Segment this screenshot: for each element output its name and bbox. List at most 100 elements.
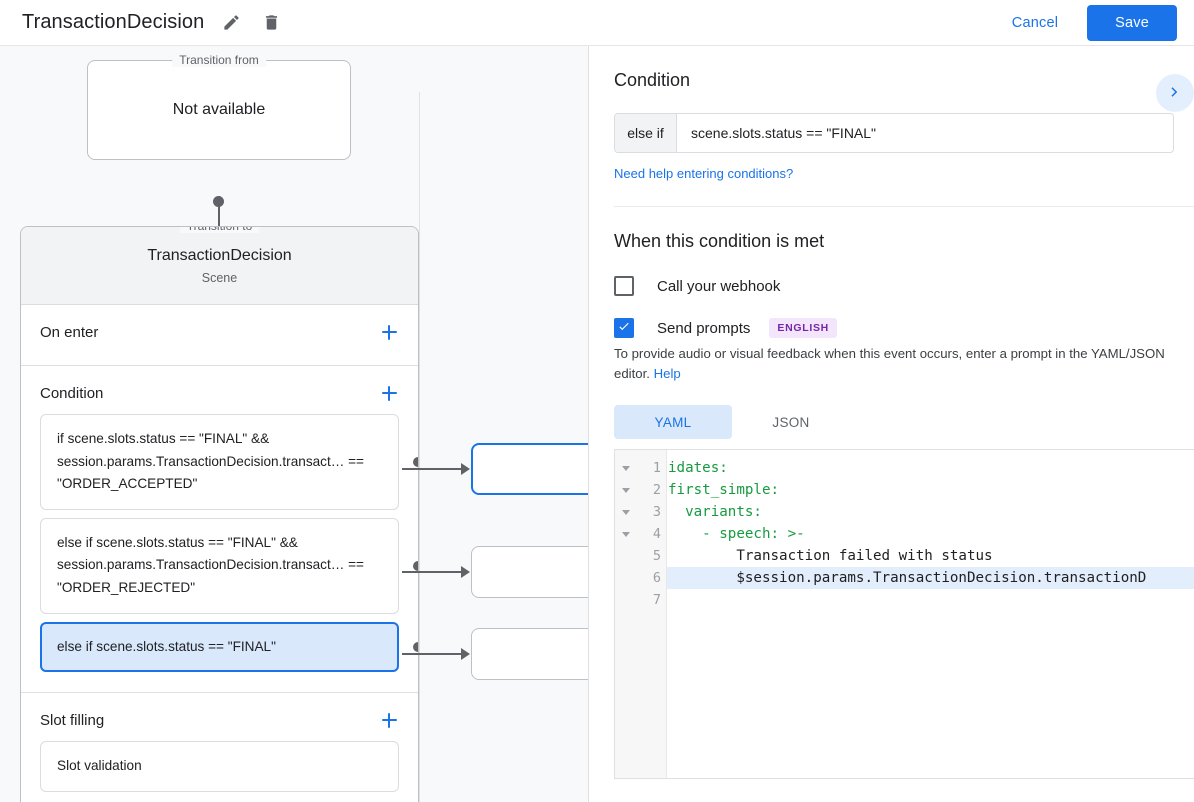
section-on-enter: On enter [21,305,418,366]
language-badge: ENGLISH [769,318,837,338]
section-header-slot-filling: Slot filling [21,693,418,741]
check-icon [617,319,631,338]
send-prompts-label: Send prompts [657,319,751,337]
gutter-row: 1 [615,457,666,479]
code-line [667,589,1194,611]
cancel-button[interactable]: Cancel [998,6,1072,40]
fold-toggle-icon[interactable] [615,509,637,515]
target-node-2[interactable] [471,546,588,598]
send-prompts-checkbox[interactable] [614,318,634,338]
section-slot-filling: Slot filling Slot validation [21,693,418,802]
canvas-panel-divider [588,46,589,802]
condition-chip-text: else if scene.slots.status == "FINAL" &&… [57,534,365,595]
gutter-row: 2 [615,479,666,501]
panel-divider [614,206,1194,207]
section-title-condition: Condition [40,384,104,402]
code-line-text: first_simple: [668,482,780,498]
section-condition: Condition if scene.slots.status == "FINA… [21,366,418,694]
top-bar-actions: Cancel Save [998,4,1194,41]
section-title-on-enter: On enter [40,323,99,341]
call-webhook-checkbox[interactable] [614,276,634,296]
slot-validation-chip[interactable]: Slot validation [40,741,399,792]
code-line: idates: [667,457,1194,479]
line-number: 5 [652,548,661,564]
condition-input-row[interactable]: else if [614,113,1174,153]
edge-line-3 [402,653,462,655]
gutter-row: 5 [615,545,666,567]
add-slot-filling-button[interactable] [378,709,400,731]
condition-chip-text: else if scene.slots.status == "FINAL" [57,638,276,654]
line-number: 2 [652,482,661,498]
call-webhook-label: Call your webhook [657,277,781,295]
editor-code-area[interactable]: idates: first_simple: variants: - speech… [667,450,1194,778]
condition-chip-anchor [413,641,418,652]
edge-line-1 [402,468,462,470]
condition-chip[interactable]: else if scene.slots.status == "FINAL" &&… [40,517,418,614]
when-met-heading: When this condition is met [614,231,825,251]
edit-button[interactable] [218,10,244,36]
fold-toggle-icon[interactable] [615,487,637,493]
prompt-description: To provide audio or visual feedback when… [614,344,1169,384]
delete-button[interactable] [258,10,284,36]
section-title-slot-filling: Slot filling [40,711,105,729]
line-number: 7 [652,592,661,608]
details-panel: Condition else if Need help entering con… [589,46,1194,802]
gutter-row: 4 [615,523,666,545]
gutter-row: 7 [615,589,666,611]
code-editor[interactable]: 1 2 3 4 5 6 7 idates: first_simple: vari… [614,449,1194,779]
add-condition-button[interactable] [378,382,400,404]
edge-arrow-icon-2 [461,566,470,578]
condition-chip-anchor [413,456,418,467]
prompt-help-link[interactable]: Help [653,366,681,381]
tab-yaml[interactable]: YAML [614,405,732,439]
editor-format-tabs: YAML JSON [614,405,1169,439]
gutter-row: 3 [615,501,666,523]
prompt-description-text: To provide audio or visual feedback when… [614,346,1165,381]
page-title: TransactionDecision [22,11,205,33]
edge-line-2 [402,571,462,573]
code-line: variants: [667,501,1194,523]
code-line-highlighted: $session.params.TransactionDecision.tran… [667,567,1194,589]
scene-type: Scene [201,270,238,285]
scene-header[interactable]: TransactionDecision Scene [21,227,418,305]
tab-json[interactable]: JSON [772,414,810,430]
send-prompts-row[interactable]: Send prompts ENGLISH [614,318,1169,338]
transition-from-value: Not available [172,101,266,118]
webhook-row[interactable]: Call your webhook [614,276,1169,296]
target-node-3[interactable] [471,628,588,680]
code-line-text: idates: [668,460,728,476]
condition-chip[interactable]: if scene.slots.status == "FINAL" && sess… [40,414,418,510]
trash-icon [262,13,281,32]
canvas-rail [419,92,420,802]
transition-from-box: Transition from Not available [87,53,351,160]
transition-from-legend: Transition from [172,53,266,67]
pencil-icon [222,13,241,32]
save-button[interactable]: Save [1087,4,1177,41]
target-node-1[interactable] [471,443,588,495]
condition-expression-input[interactable] [677,114,1173,152]
transition-to-box: Transition to TransactionDecision Scene … [20,226,419,802]
condition-section: Condition else if Need help entering con… [589,46,1194,207]
scene-canvas[interactable]: Transition from Not available Transition… [0,46,588,802]
code-line: - speech: >- [667,523,1194,545]
condition-chip-selected[interactable]: else if scene.slots.status == "FINAL" [40,621,418,673]
condition-heading: Condition [614,70,691,90]
top-bar: TransactionDecision Cancel Save [0,0,1194,46]
line-number: 4 [652,526,661,542]
slot-validation-text: Slot validation [57,758,142,774]
section-header-on-enter: On enter [21,305,418,353]
line-number: 3 [652,504,661,520]
line-number: 1 [652,460,661,476]
condition-chip-text: if scene.slots.status == "FINAL" && sess… [57,431,365,492]
add-on-enter-button[interactable] [378,321,400,343]
gutter-row: 6 [615,567,666,589]
condition-help-link[interactable]: Need help entering conditions? [614,166,794,181]
code-line-text: - speech: >- [668,526,805,542]
editor-gutter: 1 2 3 4 5 6 7 [615,450,667,778]
fold-toggle-icon[interactable] [615,531,637,537]
collapse-panel-button[interactable] [1156,74,1194,112]
edge-arrow-icon-3 [461,648,470,660]
transition-to-legend: Transition to [179,227,260,233]
fold-toggle-icon[interactable] [615,465,637,471]
code-line-text: $session.params.TransactionDecision.tran… [668,570,1147,586]
